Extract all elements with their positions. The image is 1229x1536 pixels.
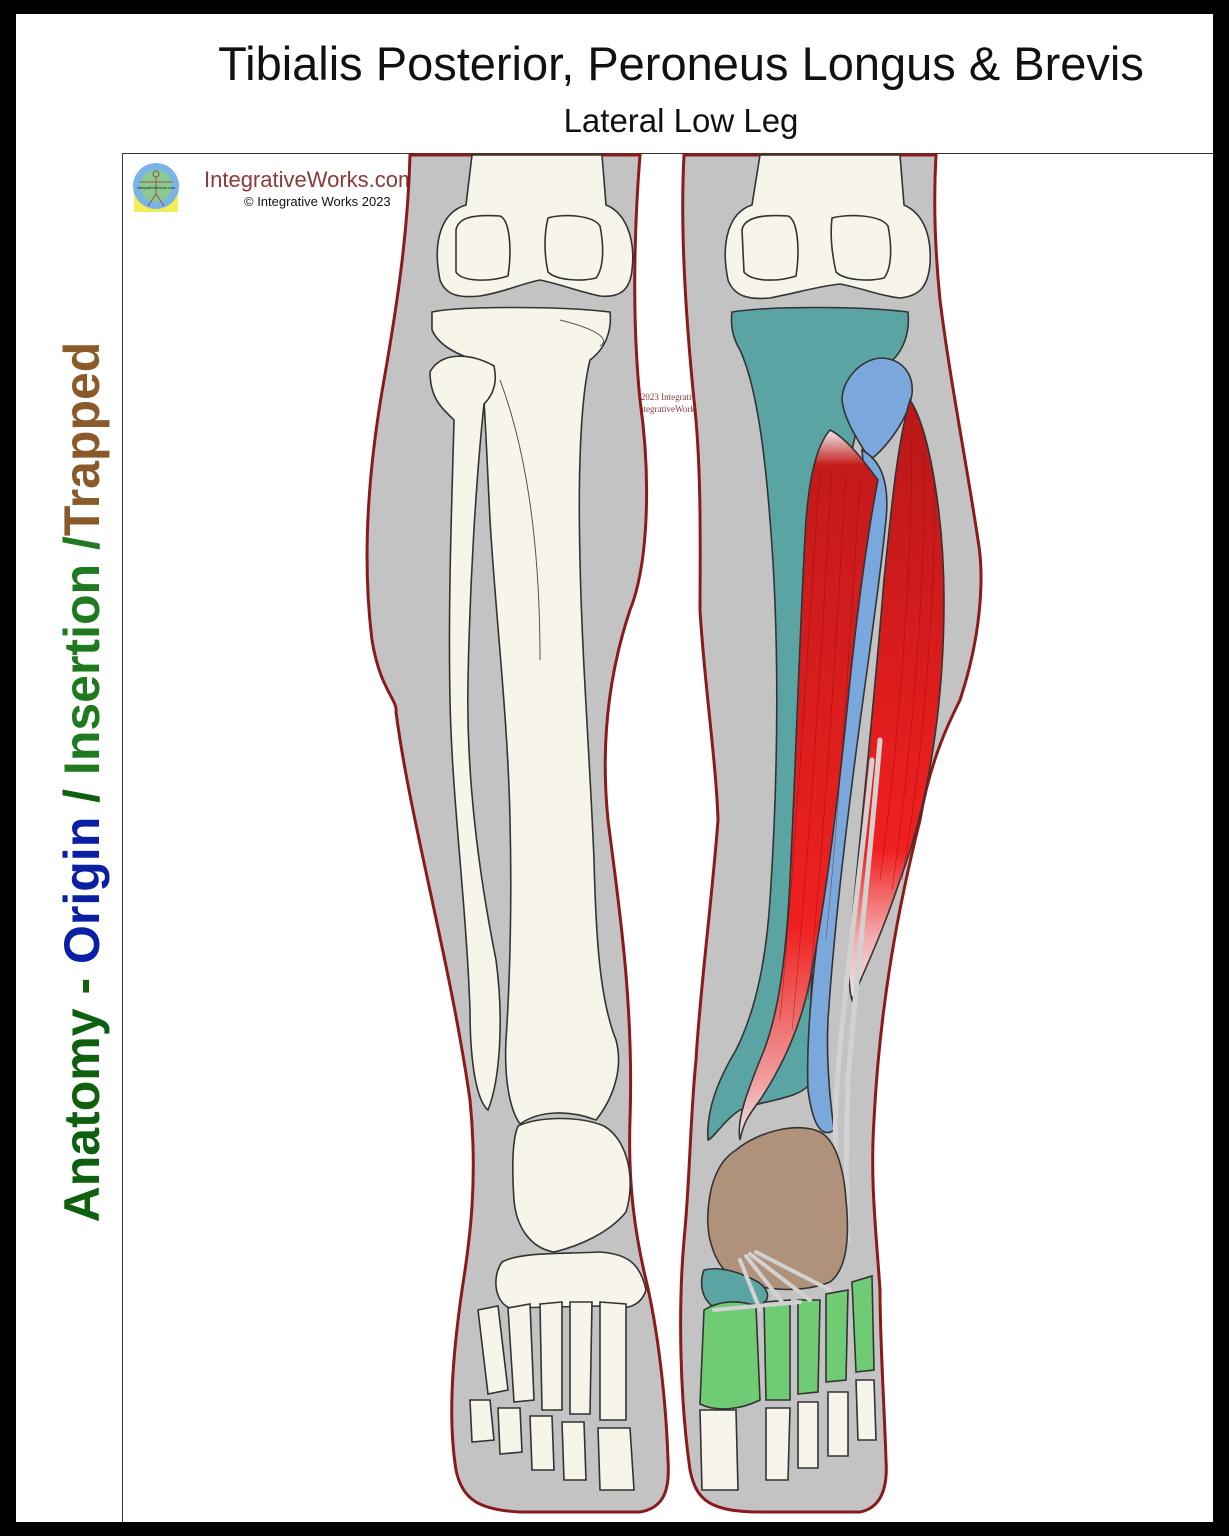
watermark-line1: (C) 2023 Integrative Works: [626, 392, 726, 402]
right-patella-l: [741, 214, 799, 281]
left-fibula: [429, 355, 501, 1112]
frame-top-line: [122, 153, 1213, 154]
peroneus-brevis-muscle: [848, 398, 945, 1003]
brand-copyright: © Integrative Works 2023: [244, 194, 391, 209]
left-phalanges: [469, 1399, 635, 1491]
right-tarsals: [706, 1126, 849, 1291]
left-patella-l: [455, 214, 511, 281]
peroneus-longus-muscle: [738, 429, 879, 1141]
watermark-line2: IntegrativeWorks.com: [636, 403, 716, 414]
right-fibula-head: [841, 357, 913, 462]
page-title: Tibialis Posterior, Peroneus Longus & Br…: [218, 37, 1144, 90]
frame-left-line: [122, 153, 123, 1522]
brand-name: IntegrativeWorks.com: [204, 167, 417, 192]
right-phalanges: [699, 1379, 877, 1491]
left-patella-r: [544, 214, 604, 281]
integrative-works-logo: IntegrativeWorks.com: [133, 163, 179, 212]
watermark: (C) 2023 Integrative Works IntegrativeWo…: [616, 392, 736, 415]
svg-text:IntegrativeWorks.com: IntegrativeWorks.com: [137, 185, 176, 190]
muscle-fibers: [779, 429, 935, 1031]
left-leg-bones: [429, 154, 647, 1491]
right-patella-r: [830, 214, 892, 281]
leg-illustration: [365, 153, 983, 1514]
page-subtitle: Lateral Low Leg: [563, 102, 799, 139]
left-tibia: [431, 306, 620, 1126]
right-leg-bones: [699, 154, 945, 1491]
left-talus: [512, 1117, 632, 1253]
left-tarsals: [495, 1251, 647, 1309]
diagram-sheet: Tibialis Posterior, Peroneus Longus & Br…: [16, 14, 1213, 1522]
insertion-slips: [712, 1250, 832, 1312]
right-cuneiforms: [700, 1267, 769, 1307]
left-metatarsals: [477, 1301, 627, 1421]
right-metatarsals: [699, 1274, 875, 1410]
